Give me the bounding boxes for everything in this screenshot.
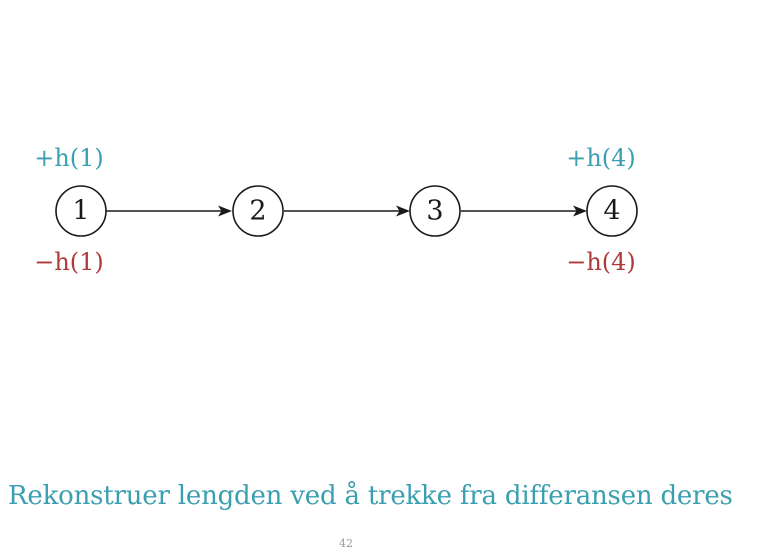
edge-1-2-arrowhead	[218, 205, 232, 217]
node-3: 3	[409, 185, 461, 237]
node-2: 2	[232, 185, 284, 237]
node-4-label: 4	[603, 196, 620, 227]
node-4-minus-label: −h(4)	[566, 248, 636, 276]
node-4: 4	[586, 185, 638, 237]
page-number: 42	[339, 537, 353, 550]
edge-2-3-arrowhead	[396, 205, 410, 217]
node-2-label: 2	[249, 196, 266, 227]
edge-3-4-arrowhead	[573, 205, 587, 217]
node-1-minus-label: −h(1)	[34, 248, 104, 276]
slide-caption: Rekonstruer lengden ved å trekke fra dif…	[8, 481, 733, 511]
node-1-label: 1	[72, 196, 89, 227]
node-4-plus-label: +h(4)	[566, 144, 636, 172]
node-3-label: 3	[426, 196, 443, 227]
edges	[106, 205, 587, 217]
node-1-plus-label: +h(1)	[34, 144, 104, 172]
node-1: 1	[55, 185, 107, 237]
